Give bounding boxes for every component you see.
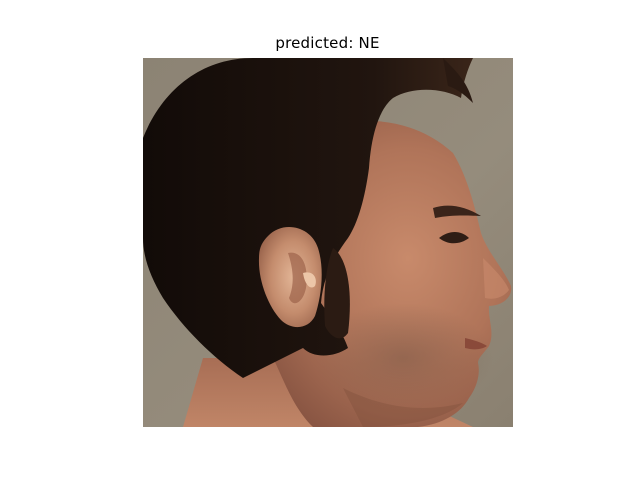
stubble	[313, 303, 493, 413]
ear-highlight	[303, 272, 316, 288]
sideburn	[324, 248, 350, 339]
ear	[258, 226, 322, 328]
hair	[143, 58, 473, 378]
plot-title: predicted: NE	[275, 34, 380, 52]
lips	[465, 338, 487, 350]
nose	[483, 258, 509, 299]
ear-inner	[288, 252, 307, 304]
eyebrow	[433, 205, 481, 218]
hair-tuft	[443, 58, 473, 103]
face-profile-illustration	[143, 58, 513, 427]
eye	[439, 232, 469, 244]
face-image	[143, 58, 513, 427]
jaw-shadow	[343, 388, 463, 427]
